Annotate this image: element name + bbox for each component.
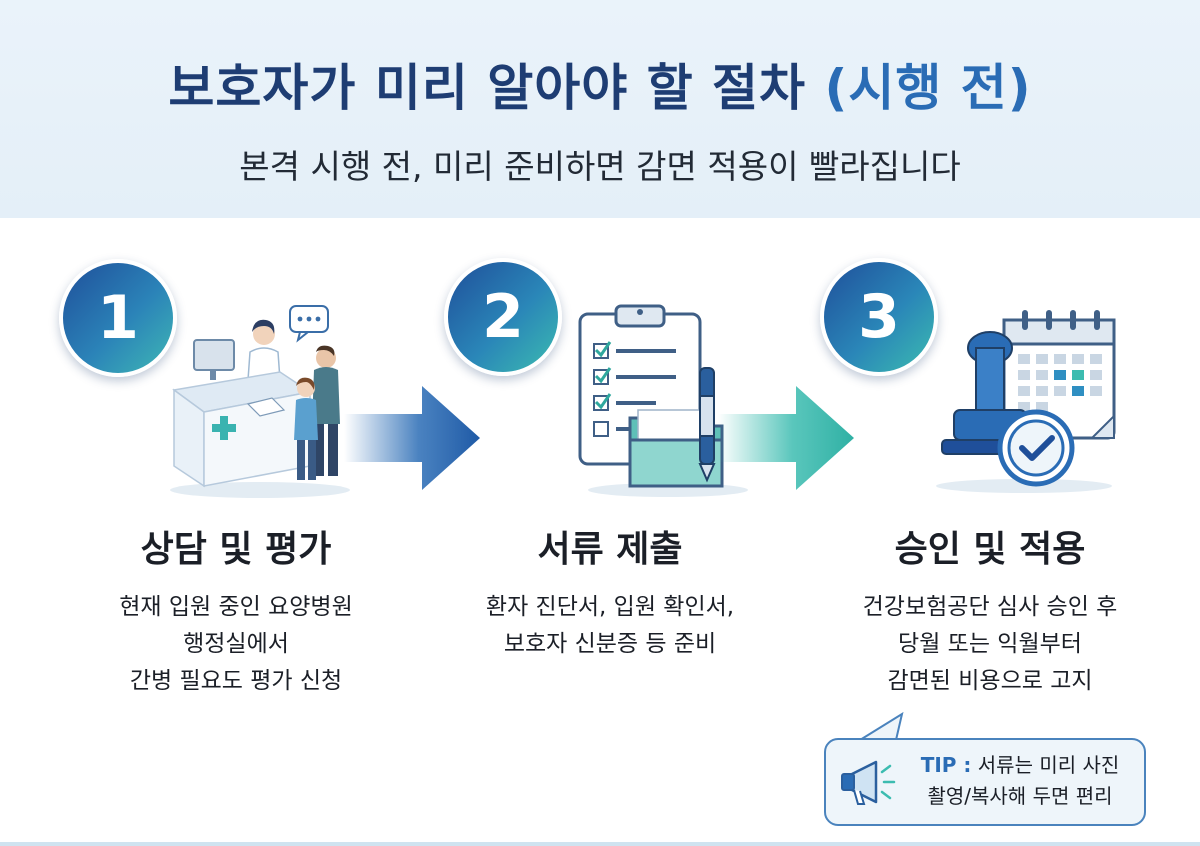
step-3-desc-line: 감면된 비용으로 고지 <box>887 668 1093 694</box>
step-1-desc-line: 현재 입원 중인 요양병원 <box>119 594 353 620</box>
step-3-description: 건강보험공단 심사 승인 후 당월 또는 익월부터 감면된 비용으로 고지 <box>810 589 1170 700</box>
step-2-description: 환자 진단서, 입원 확인서, 보호자 신분증 등 준비 <box>430 589 790 663</box>
step-1-title: 상담 및 평가 <box>140 529 332 570</box>
step-2-desc-line: 보호자 신분증 등 준비 <box>503 631 717 657</box>
tip-text: TIP : 서류는 미리 사진 촬영/복사해 두면 편리 <box>904 750 1136 812</box>
tip-box: TIP : 서류는 미리 사진 촬영/복사해 두면 편리 <box>824 738 1146 826</box>
megaphone-icon <box>841 760 896 805</box>
step-2-badge: 2 <box>444 258 562 376</box>
hospital-reception-icon <box>170 305 350 498</box>
arrow-right-icon <box>344 386 480 490</box>
step-3-desc-line: 건강보험공단 심사 승인 후 <box>862 594 1118 620</box>
title-main: 보호자가 미리 알아야 할 절차 <box>168 59 807 117</box>
step-1-description: 현재 입원 중인 요양병원 행정실에서 간병 필요도 평가 신청 <box>56 589 416 700</box>
step-1-desc-line: 간병 필요도 평가 신청 <box>129 668 343 694</box>
bottom-divider <box>0 842 1200 846</box>
tip-line-1: TIP : 서류는 미리 사진 <box>904 750 1136 781</box>
page-subtitle: 본격 시행 전, 미리 준비하면 감면 적용이 빨라집니다 <box>239 147 961 186</box>
step-3-title: 승인 및 적용 <box>894 529 1086 570</box>
tip-label: TIP : <box>920 753 972 777</box>
title-accent: (시행 전) <box>824 59 1032 117</box>
step-2-desc-line: 환자 진단서, 입원 확인서, <box>485 594 735 620</box>
step-3-desc-line: 당월 또는 익월부터 <box>898 631 1082 657</box>
header-banner: 보호자가 미리 알아야 할 절차 (시행 전) 본격 시행 전, 미리 준비하면… <box>0 0 1200 218</box>
tip-bubble-tail <box>859 712 904 741</box>
step-1-badge: 1 <box>59 259 177 377</box>
tip-line-1-text: 서류는 미리 사진 <box>977 753 1120 777</box>
calendar-stamp-icon <box>936 310 1116 493</box>
step-2-title: 서류 제출 <box>537 529 683 570</box>
page-title: 보호자가 미리 알아야 할 절차 (시행 전) <box>0 48 1200 120</box>
tip-line-2: 촬영/복사해 두면 편리 <box>927 784 1113 808</box>
step-1-desc-line: 행정실에서 <box>183 631 289 657</box>
clipboard-checklist-icon <box>578 304 748 497</box>
arrow-right-icon <box>718 386 854 490</box>
step-3-badge: 3 <box>820 258 938 376</box>
